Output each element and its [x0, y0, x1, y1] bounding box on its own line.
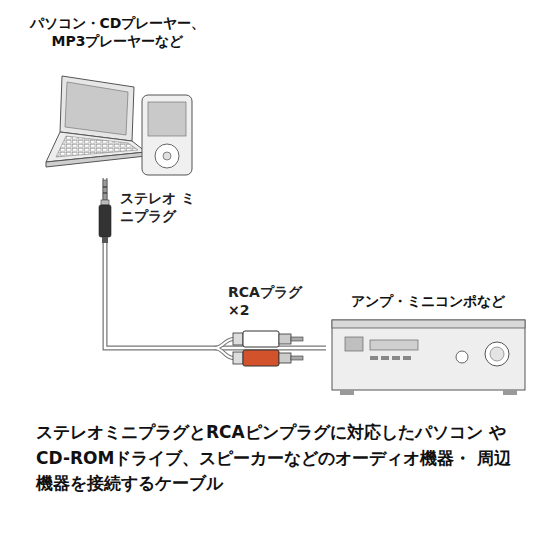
source-devices: パソコン・CDプレーヤー、 MP3プレーヤーなど: [20, 12, 215, 178]
device-heading: アンプ・ミニコンポなど: [326, 290, 530, 312]
plug-label: ステレオ ミニプラグ: [120, 190, 206, 225]
plug-label: RCAプラグ ×2: [228, 284, 316, 319]
laptop-illustration: [46, 76, 146, 167]
rca-plugs-illustration: [214, 331, 303, 366]
amplifier-unit: アンプ・ミニコンポなど: [326, 290, 530, 400]
mp3-player-illustration: [142, 95, 192, 175]
cable-core: [105, 178, 326, 348]
cable: [105, 178, 326, 348]
amplifier-illustration: [332, 320, 525, 395]
caption: ステレオミニプラグとRCAピンプラグに対応したパソコン やCD-ROMドライブ、…: [36, 420, 526, 497]
mini-plug-illustration: [99, 180, 111, 243]
device-heading: パソコン・CDプレーヤー、 MP3プレーヤーなど: [20, 12, 215, 52]
